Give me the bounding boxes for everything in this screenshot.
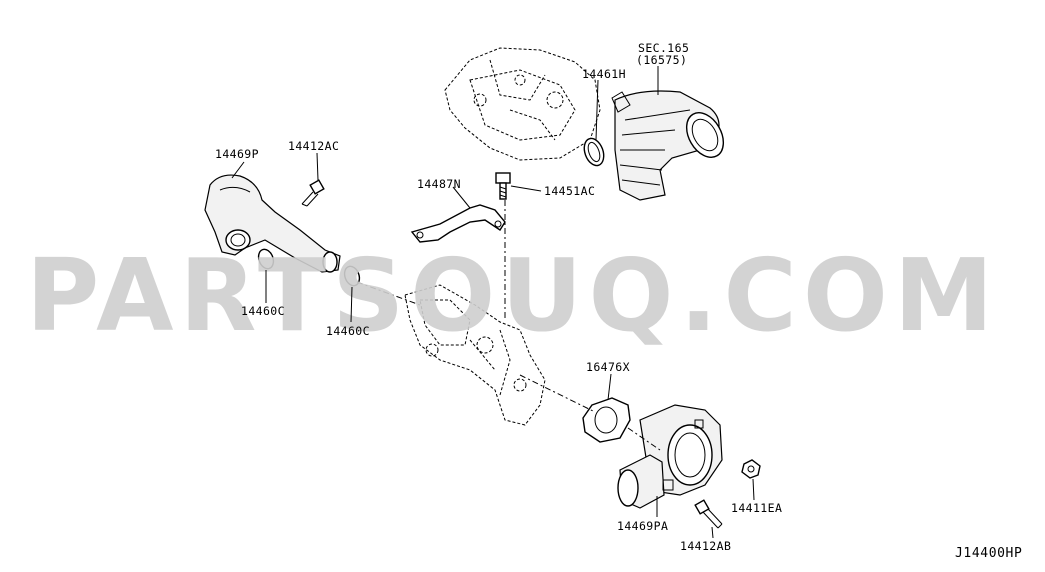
callout-sec165-line2: (16575)	[636, 53, 687, 67]
callout-sec165[interactable]: SEC.165 (16575)	[636, 41, 689, 67]
leader-lines	[231, 66, 755, 539]
air-duct-assembly	[611, 90, 725, 201]
o-ring-14460C-left	[257, 248, 275, 270]
o-ring-14460C-right	[343, 265, 361, 287]
clamp-14461H	[583, 137, 605, 167]
gasket-16476X	[582, 397, 631, 443]
callout-14460C-right[interactable]: 14460C	[326, 324, 370, 338]
callout-14469PA[interactable]: 14469PA	[617, 519, 668, 533]
callout-14412AC[interactable]: 14412AC	[288, 139, 339, 153]
callout-14461H[interactable]: 14461H	[582, 67, 626, 81]
alignment-lines	[356, 200, 661, 451]
callout-16476X[interactable]: 16476X	[586, 360, 630, 374]
engine-block-upper	[444, 47, 601, 161]
bolt-14451AC	[495, 172, 511, 200]
central-assembly	[404, 284, 546, 426]
bolt-14412AC	[301, 179, 325, 207]
callout-14460C-left[interactable]: 14460C	[241, 304, 285, 318]
callout-14451AC[interactable]: 14451AC	[544, 184, 595, 198]
callout-14412AB[interactable]: 14412AB	[680, 539, 731, 553]
callout-sec165-line1: SEC.165	[638, 41, 689, 55]
diagram-code: J14400HP	[955, 546, 1022, 561]
callout-14411EA[interactable]: 14411EA	[731, 501, 782, 515]
nut-14411EA	[741, 459, 761, 479]
callout-14469P[interactable]: 14469P	[215, 147, 259, 161]
throttle-body-14469PA	[617, 404, 723, 509]
watermark: PARTSOUQ.COM	[26, 237, 999, 354]
pipe-14469P	[204, 174, 341, 273]
bolt-14412AB	[694, 499, 723, 529]
callout-14487N[interactable]: 14487N	[417, 177, 461, 191]
